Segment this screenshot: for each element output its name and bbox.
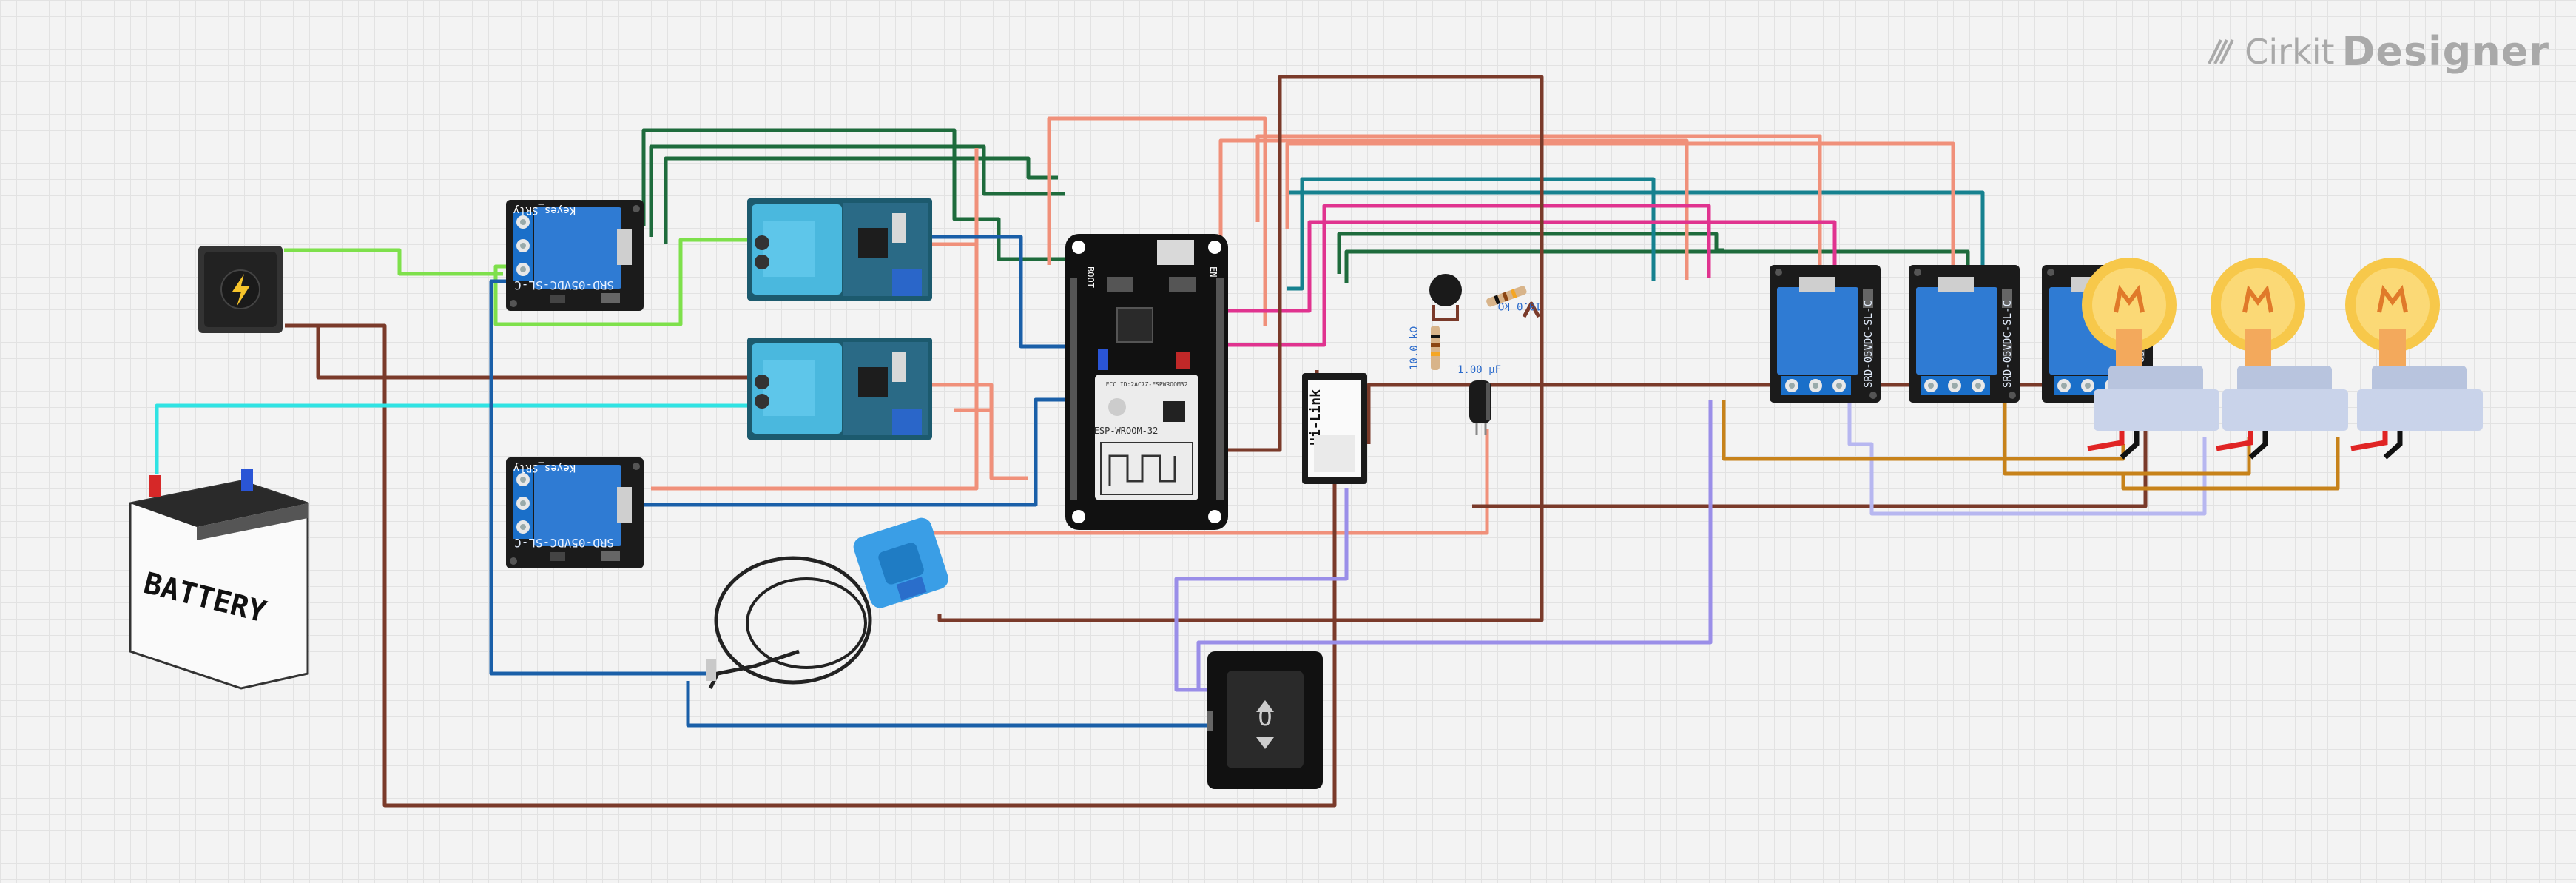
light-bulb-2[interactable] [2211,258,2348,460]
ac-dc-converter[interactable]: Hi-Link [1302,373,1367,484]
esp32-cert-label: FCC ID:2AC7Z-ESPWROOM32 [1106,381,1188,388]
relay-part-label: SRD-05VDC-SL-C [2002,301,2014,388]
relay-part-label: SRD-05VDC-SL-C [1863,301,1875,388]
relay-module-right-1[interactable]: SRD-05VDC-SL-C [1770,265,1881,403]
wire-salmon [954,408,994,459]
cirkit-designer-logo: Cirkit Designer [2205,28,2549,75]
voltage-sensor-2[interactable] [747,338,932,440]
wire-salmon [651,148,979,491]
resistor-2-value: 10.0 kΩ [1498,300,1542,312]
wire-lavender [1847,400,2207,516]
wire-brown [285,323,1337,808]
relay-brand-label: Keyes_SRly [513,204,576,216]
wire-cyan [155,403,525,474]
light-bulb-3[interactable] [2345,258,2483,460]
current-clamp-sensor[interactable] [706,515,951,690]
wire-blue [489,279,710,676]
wire-orange [2121,437,2340,491]
wire-lavender [1174,488,1349,692]
esp32-pin-header-left [1070,278,1077,500]
esp32-boot-label: BOOT [1085,266,1096,288]
wire-salmon [1285,141,1955,281]
wire-brown [937,75,1544,622]
relay-module-right-2[interactable]: SRD-05VDC-SL-C [1909,265,2020,403]
wire-orange [1722,400,2125,461]
wire-blue [686,681,1213,728]
wire-blue [636,397,1065,507]
relay-brand-label: Keyes_SRly [513,462,576,474]
wire-salmon [1047,116,1267,326]
wire-orange [2003,400,2251,476]
wire-green [664,156,1058,244]
esp32-board[interactable]: ESP-WROOM-32 FCC ID:2AC7Z-ESPWROOM32 BOO… [1065,234,1228,530]
resistor-2[interactable]: 10.0 kΩ [1486,281,1545,328]
wire-salmon [901,429,1489,535]
resistor-1-value: 10.0 kΩ [1409,326,1420,370]
light-bulb-1[interactable] [2082,258,2219,460]
esp32-pin-header-right [1216,278,1224,500]
resistor-1[interactable]: 10.0 kΩ [1409,326,1440,370]
wire-salmon [1218,138,1689,280]
wire-blue [932,235,1080,349]
wire-lavender [1196,400,1713,688]
voltage-sensor-1[interactable] [747,198,932,301]
wire-lightgreen [284,248,503,276]
battery[interactable]: BATTERY [129,469,309,690]
wire-teal [1287,177,1656,291]
wire-teal [1287,190,1985,281]
wire-salmon [1255,134,1822,281]
wire-salmon [932,383,1028,480]
relay-module-left-2[interactable]: Keyes_SRly SRD-05VDC-SL-C [506,457,644,568]
relay-part-label: SRD-05VDC-SL-C [514,278,614,292]
lightning-icon [220,269,260,309]
capacitor-value: 1.00 µF [1457,364,1501,376]
wire-green [649,144,1065,237]
esp32-wifi-label: ESP-WROOM-32 [1094,426,1159,436]
wire-pink [1228,204,1711,347]
wire-brown [1522,301,1541,318]
capacitor[interactable]: 1.00 µF [1457,364,1501,435]
relay-module-left-1[interactable]: Keyes_SRly SRD-05VDC-SL-C [506,200,644,311]
esp32-en-label: EN [1208,266,1218,277]
wire-green [1337,232,1724,274]
wire-green [641,128,1080,261]
relay-part-label: SRD-05VDC-SL-C [514,536,614,550]
transistor[interactable] [1429,274,1462,321]
power-source[interactable] [198,246,283,333]
hi-link-label: Hi-Link [1308,389,1324,446]
wire-lightgreen [493,238,755,326]
brand-product: Designer [2341,28,2549,75]
rocker-switch[interactable]: O [1207,651,1323,789]
cirkit-logo-icon [2208,38,2235,64]
wires [155,75,2340,808]
wire-brown [285,323,755,380]
brand-name: Cirkit [2245,31,2335,72]
